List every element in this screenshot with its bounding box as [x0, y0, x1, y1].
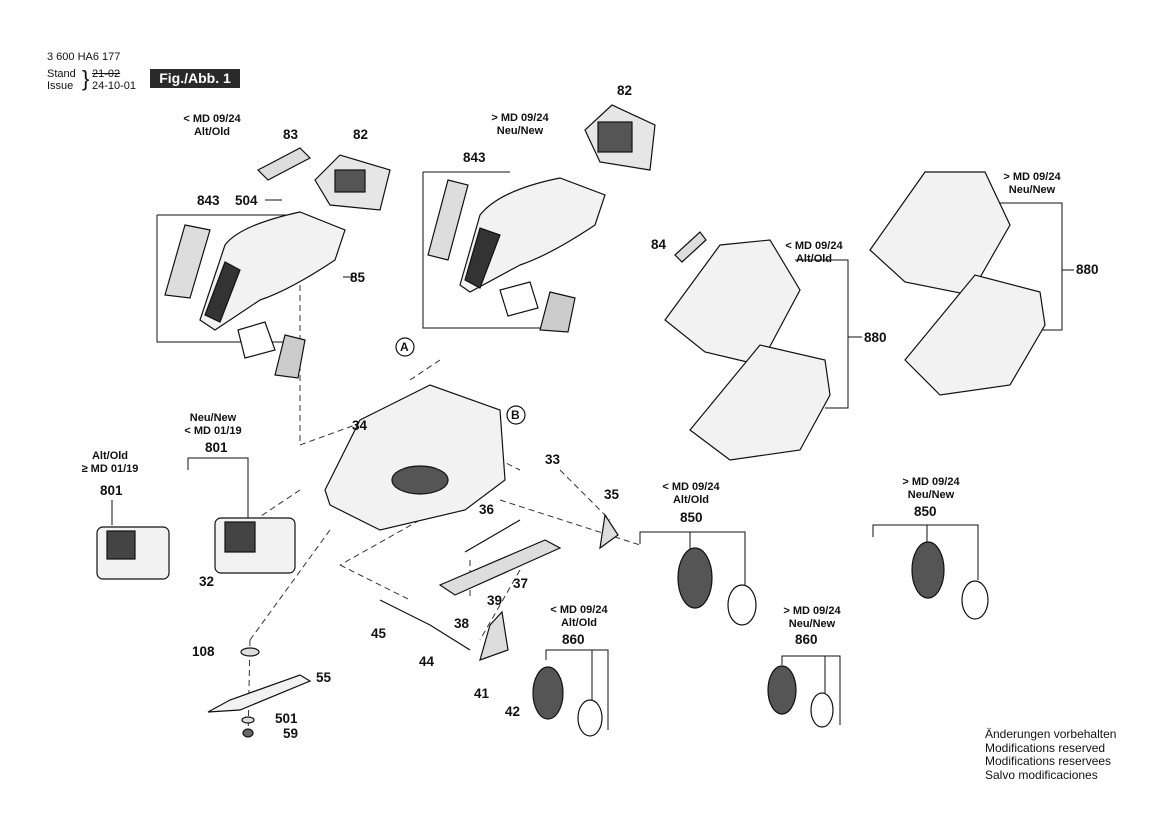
stand-label: Stand	[47, 68, 76, 80]
disclaimer-line-en: Modifications reserved	[985, 740, 1106, 755]
part-label-801-new: 801	[205, 440, 228, 455]
part-label-850-new: 850	[914, 504, 937, 519]
variant-note-motor-new: Neu/New< MD 01/19	[184, 412, 242, 437]
part-label-38: 38	[454, 616, 470, 631]
part-label-860-new: 860	[795, 632, 818, 647]
part-label-85: 85	[350, 270, 366, 285]
disclaimer-line-es: Salvo modificaciones	[985, 767, 1098, 782]
callout-b: B	[511, 408, 520, 422]
part-label-36: 36	[479, 502, 495, 517]
part-label-55: 55	[316, 670, 332, 685]
part-label-84: 84	[651, 237, 667, 252]
variant-note-motor-old: Alt/Old≥ MD 01/19	[81, 450, 139, 475]
part-label-860-old: 860	[562, 632, 585, 647]
brace-icon: }	[82, 66, 90, 91]
part-label-59: 59	[283, 726, 299, 741]
issue-date: 24-10-01	[92, 80, 137, 92]
disclaimer-line-fr: Modifications reservees	[985, 754, 1112, 768]
part-label-83: 83	[283, 127, 299, 142]
part-label-82-new: 82	[617, 83, 633, 98]
part-label-39: 39	[487, 593, 503, 608]
part-label-32: 32	[199, 574, 215, 589]
part-label-850-old: 850	[680, 510, 703, 525]
part-label-44: 44	[419, 654, 435, 669]
part-label-843-new: 843	[463, 150, 486, 165]
disclaimer-line-de: Änderungen vorbehalten	[985, 727, 1117, 741]
issue-label: Issue	[47, 80, 74, 92]
part-label-37: 37	[513, 576, 529, 591]
figure-label: Fig./Abb. 1	[150, 69, 240, 88]
part-label-880-new: 880	[1076, 262, 1099, 277]
callout-a: A	[400, 340, 409, 354]
part-label-108: 108	[192, 644, 215, 659]
part-label-880-old: 880	[864, 330, 887, 345]
doc-number: 3 600 HA6 177	[47, 51, 121, 63]
part-label-41: 41	[474, 686, 490, 701]
part-label-82-old: 82	[353, 127, 369, 142]
disclaimer: Änderungen vorbehalten Modifications res…	[985, 727, 1117, 782]
part-label-34: 34	[352, 418, 368, 433]
part-label-45: 45	[371, 626, 387, 641]
part-label-33: 33	[545, 452, 561, 467]
part-label-504: 504	[235, 193, 258, 208]
stand-date: 21-02	[92, 68, 121, 80]
part-label-35: 35	[604, 487, 620, 502]
part-label-801-old: 801	[100, 483, 123, 498]
part-label-501: 501	[275, 711, 298, 726]
part-label-42: 42	[505, 704, 521, 719]
part-label-843-old: 843	[197, 193, 220, 208]
